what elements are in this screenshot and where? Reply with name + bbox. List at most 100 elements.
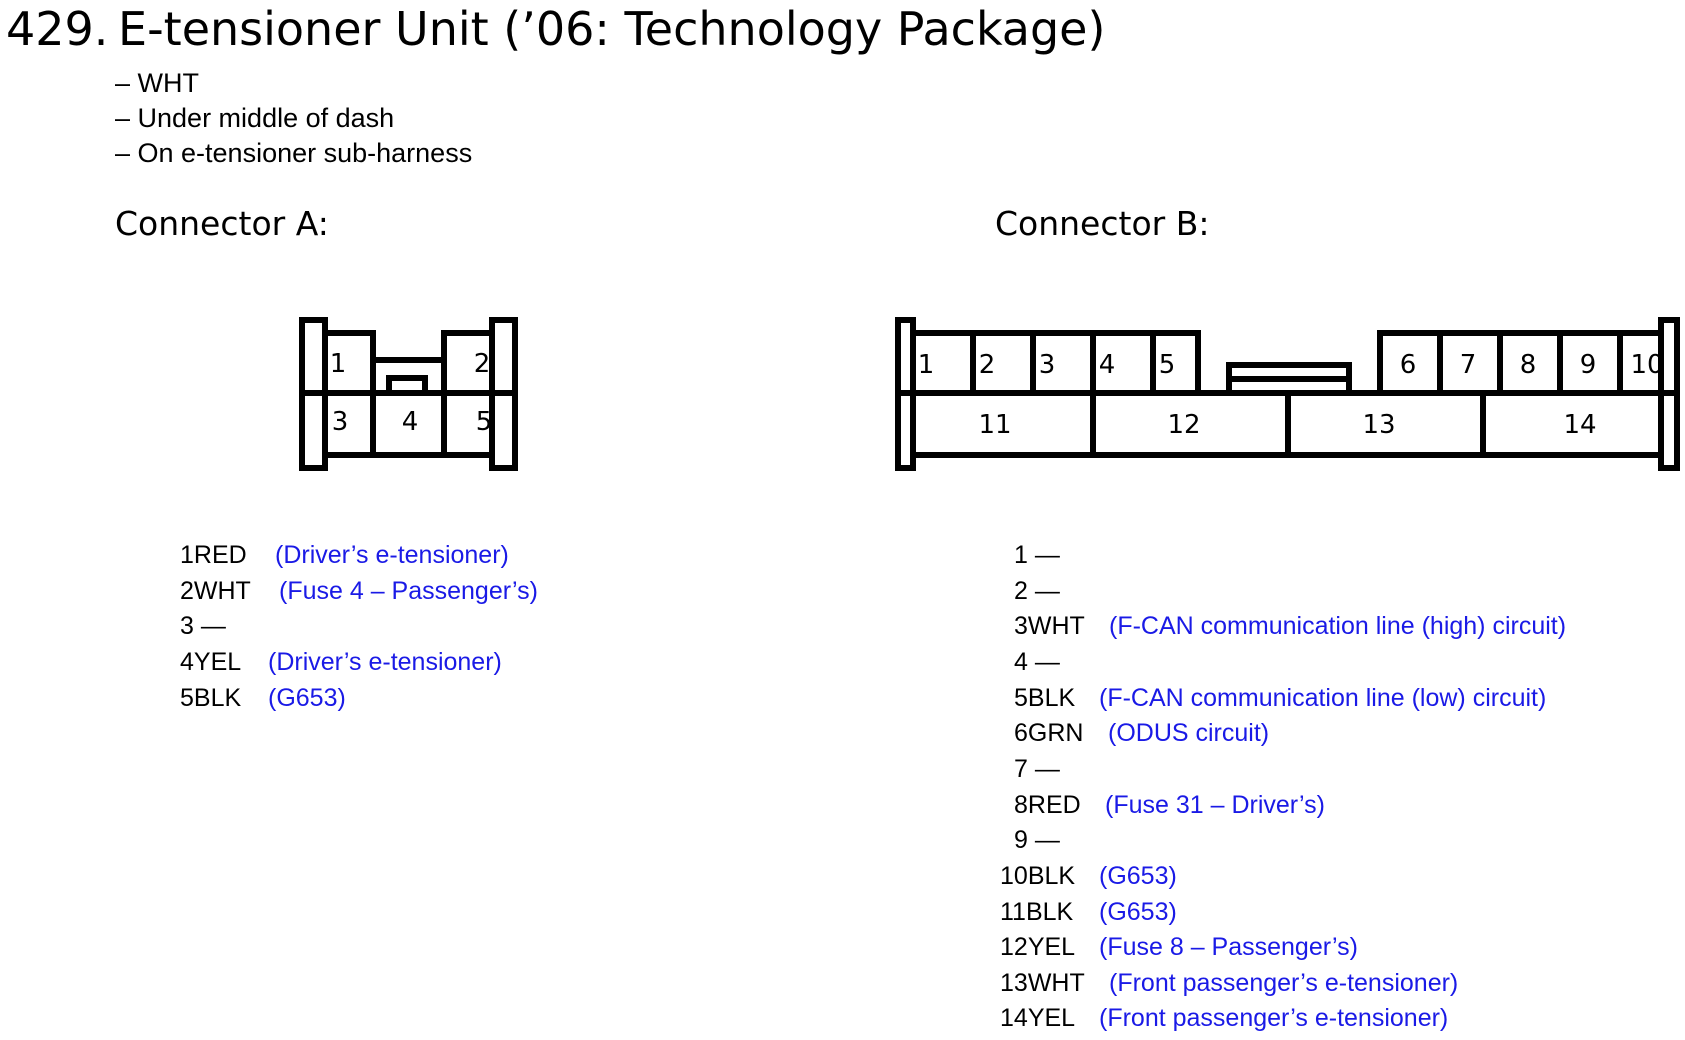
connector-b-cavity: 12 <box>1167 410 1200 440</box>
pin-row: 13WHT (Front passenger’s e-tensioner) <box>1000 966 1458 1000</box>
pin-description: (G653) <box>1099 862 1177 890</box>
pin-number: 3 <box>1014 612 1028 640</box>
pin-number: 3 <box>180 612 194 640</box>
pin-description: (Fuse 4 – Passenger’s) <box>279 577 538 605</box>
pin-number: 2 <box>180 577 194 605</box>
pin-description: (Front passenger’s e-tensioner) <box>1099 1004 1449 1032</box>
pin-number: 7 <box>1014 755 1028 783</box>
pin-row: 14YEL (Front passenger’s e-tensioner) <box>1000 1001 1448 1035</box>
pin-number: 5 <box>180 684 194 712</box>
connector-b-cavity: 8 <box>1520 350 1537 380</box>
pin-number: 6 <box>1014 719 1028 747</box>
pin-number: 2 <box>1014 577 1028 605</box>
wire-color: YEL <box>193 648 242 676</box>
pin-row: 4YEL (Driver’s e-tensioner) <box>180 645 502 679</box>
pin-description: (F-CAN communication line (high) circuit… <box>1109 612 1567 640</box>
pin-number: 1 <box>1014 541 1028 569</box>
pin-number: 8 <box>1014 791 1028 819</box>
wire-color: BLK <box>1027 684 1076 712</box>
pin-row: 1 — <box>1014 538 1060 572</box>
pin-row: 3 — <box>180 609 226 643</box>
wire-color: WHT <box>193 577 251 605</box>
pin-row: 3WHT (F-CAN communication line (high) ci… <box>1014 609 1566 643</box>
wire-color: BLK <box>1027 862 1076 890</box>
wire-color: YEL <box>1027 1004 1076 1032</box>
wire-color: BLK <box>1025 898 1074 926</box>
pin-description: (Fuse 31 – Driver’s) <box>1105 791 1325 819</box>
connector-a-cavity: 2 <box>474 349 491 379</box>
connector-a-label: Connector A: <box>115 204 329 243</box>
pin-number: 11 <box>1000 898 1026 926</box>
pin-row: 8RED (Fuse 31 – Driver’s) <box>1014 788 1325 822</box>
pin-row: 7 — <box>1014 752 1060 786</box>
pin-row: 2WHT (Fuse 4 – Passenger’s) <box>180 574 538 608</box>
connector-b-cavity: 1 <box>918 350 935 380</box>
pin-number: 5 <box>1014 684 1028 712</box>
pin-row: 2 — <box>1014 574 1060 608</box>
connector-b-cavity: 6 <box>1400 350 1417 380</box>
connector-a-housing <box>299 317 518 471</box>
connector-a-cavity: 1 <box>330 349 347 379</box>
pin-row: 4 — <box>1014 645 1060 679</box>
wire-color: WHT <box>1027 969 1085 997</box>
note-harness: – On e-tensioner sub-harness <box>115 138 473 168</box>
pin-row: 12YEL (Fuse 8 – Passenger’s) <box>1000 930 1358 964</box>
pin-number: 9 <box>1014 826 1028 854</box>
wire-color: — <box>1034 755 1060 783</box>
wire-color: — <box>1034 541 1060 569</box>
connector-b-cavity: 4 <box>1099 350 1116 380</box>
connector-a-cavity: 4 <box>402 407 419 437</box>
note-location: – Under middle of dash <box>115 103 395 133</box>
connector-b-label: Connector B: <box>995 204 1210 243</box>
pin-number: 12 <box>1000 933 1028 961</box>
title-number: 429. <box>6 2 109 56</box>
connector-b-cavity: 10 <box>1630 350 1663 380</box>
pin-row: 5BLK (F-CAN communication line (low) cir… <box>1014 681 1546 715</box>
connector-b-cavity: 13 <box>1362 410 1395 440</box>
pin-description: (Driver’s e-tensioner) <box>275 541 509 569</box>
pin-description: (G653) <box>268 684 346 712</box>
pin-number: 4 <box>1014 648 1028 676</box>
note-color: – WHT <box>115 68 199 98</box>
pin-number: 13 <box>1000 969 1028 997</box>
connector-b-cavity: 9 <box>1580 350 1597 380</box>
pin-row: 10BLK (G653) <box>1000 859 1177 893</box>
pin-description: (Front passenger’s e-tensioner) <box>1109 969 1459 997</box>
pin-description: (Driver’s e-tensioner) <box>268 648 502 676</box>
connector-b-cavity: 14 <box>1563 410 1596 440</box>
connector-b-cavity: 11 <box>978 410 1011 440</box>
wire-color: GRN <box>1027 719 1084 747</box>
pin-description: (G653) <box>1099 898 1177 926</box>
connector-b-cavity: 7 <box>1460 350 1477 380</box>
pin-row: 1RED (Driver’s e-tensioner) <box>180 538 509 572</box>
wire-color: YEL <box>1027 933 1076 961</box>
pin-row: 6GRN (ODUS circuit) <box>1014 716 1269 750</box>
pin-description: (F-CAN communication line (low) circuit) <box>1099 684 1547 712</box>
connector-a-cavity: 5 <box>476 407 493 437</box>
wire-color: RED <box>193 541 247 569</box>
wire-color: — <box>1034 648 1060 676</box>
wire-color: RED <box>1027 791 1081 819</box>
connector-b-cavity: 2 <box>979 350 996 380</box>
connector-b-housing <box>895 317 1680 471</box>
location-notes: – WHT – Under middle of dash – On e-tens… <box>115 66 472 171</box>
pin-description: (Fuse 8 – Passenger’s) <box>1099 933 1358 961</box>
pin-number: 1 <box>180 541 194 569</box>
wire-color: WHT <box>1027 612 1085 640</box>
page-title: 429.E-tensioner Unit (’06: Technology Pa… <box>6 2 1105 56</box>
wire-color: — <box>1034 826 1060 854</box>
pin-row: 5BLK (G653) <box>180 681 346 715</box>
title-text: E-tensioner Unit (’06: Technology Packag… <box>118 2 1106 56</box>
pin-number: 4 <box>180 648 194 676</box>
wire-color: BLK <box>193 684 242 712</box>
connector-b-cavity: 5 <box>1159 350 1176 380</box>
pin-description: (ODUS circuit) <box>1108 719 1270 747</box>
connector-a-cavity: 3 <box>332 407 349 437</box>
pin-row: 9 — <box>1014 823 1060 857</box>
connector-a-lock-tab <box>386 375 428 396</box>
connector-b-cavity: 3 <box>1039 350 1056 380</box>
wire-color: — <box>200 612 226 640</box>
pin-row: 11BLK (G653) <box>1000 895 1177 929</box>
pin-number: 14 <box>1000 1004 1028 1032</box>
